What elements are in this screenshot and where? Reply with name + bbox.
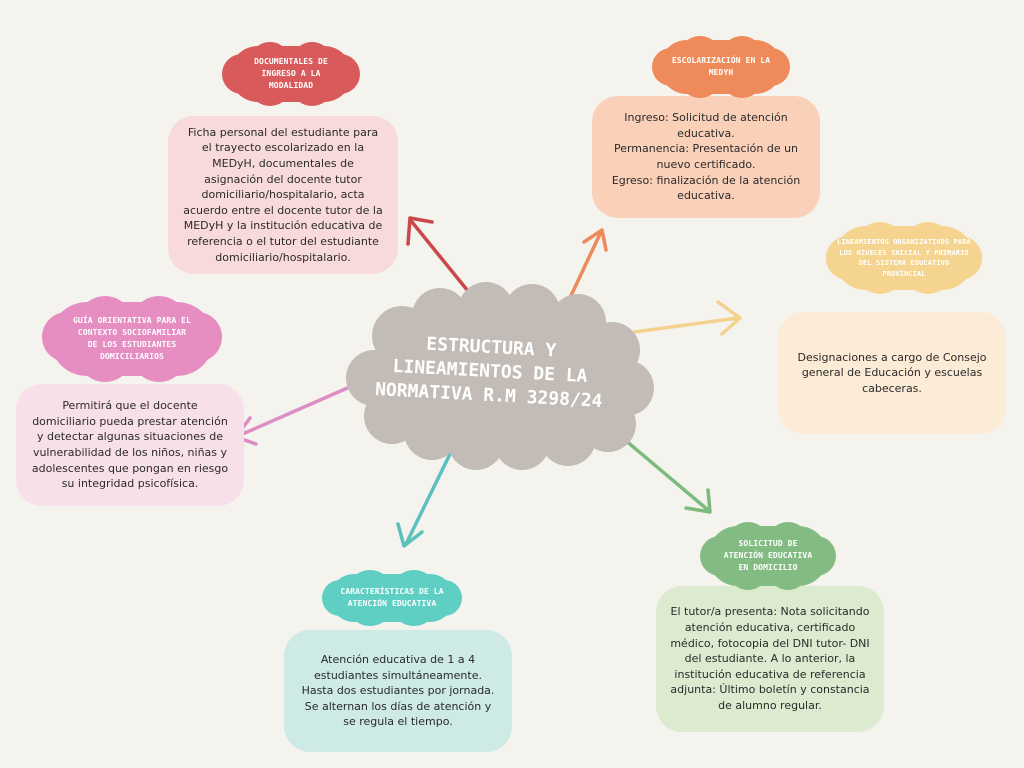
documentales-title: DOCUMENTALES DE INGRESO A LA MODALIDAD <box>254 57 328 90</box>
caracteristicas-text: Atención educativa de 1 a 4 estudiantes … <box>301 652 495 729</box>
central-cloud <box>346 282 654 470</box>
lineamientos-box: Designaciones a cargo de Consejo general… <box>778 312 1006 434</box>
caracteristicas-box: Atención educativa de 1 a 4 estudiantes … <box>284 630 512 752</box>
arrow-to-solicitud <box>616 432 712 514</box>
documentales-text: Ficha personal del estudiante para el tr… <box>183 125 383 264</box>
escolarizacion-title-cloud: ESCOLARIZACIÓN EN LA MEDYH <box>652 36 790 98</box>
guia-text: Permitirá que el docente domiciliario pu… <box>31 399 229 491</box>
lineamientos-text: Designaciones a cargo de Consejo general… <box>797 350 987 395</box>
escolarizacion-box: Ingreso: Solicitud de atención educativa… <box>592 96 820 218</box>
solicitud-title: SOLICITUD DE ATENCIÓN EDUCATIVA EN DOMIC… <box>723 539 813 572</box>
documentales-title-cloud: DOCUMENTALES DE INGRESO A LA MODALIDAD <box>222 42 360 106</box>
guia-title-cloud: GUÍA ORIENTATIVA PARA EL CONTEXTO SOCIOF… <box>42 296 222 382</box>
guia-title: GUÍA ORIENTATIVA PARA EL CONTEXTO SOCIOF… <box>73 316 191 361</box>
arrow-to-documentales <box>406 216 474 298</box>
caracteristicas-title-cloud: CARACTERÍSTICAS DE LA ATENCIÓN EDUCATIVA <box>322 570 462 626</box>
escolarizacion-text: Ingreso: Solicitud de atención educativa… <box>611 111 801 203</box>
lineamientos-title: LINEAMIENTOS ORGANIZATIVOS PARA LOS NIVE… <box>837 238 971 278</box>
arrow-to-caracteristicas <box>396 452 452 548</box>
arrow-to-lineamientos <box>632 300 742 336</box>
documentales-box: Ficha personal del estudiante para el tr… <box>168 116 398 274</box>
solicitud-text: El tutor/a presenta: Nota solicitando at… <box>670 605 870 713</box>
lineamientos-title-cloud: LINEAMIENTOS ORGANIZATIVOS PARA LOS NIVE… <box>826 222 982 294</box>
solicitud-title-cloud: SOLICITUD DE ATENCIÓN EDUCATIVA EN DOMIC… <box>700 522 836 590</box>
central-title: ESTRUCTURA Y LINEAMIENTOS DE LA NORMATIV… <box>374 333 603 413</box>
arrow-to-escolarizacion <box>566 228 608 304</box>
guia-box: Permitirá que el docente domiciliario pu… <box>16 384 244 506</box>
caracteristicas-title: CARACTERÍSTICAS DE LA ATENCIÓN EDUCATIVA <box>340 587 444 608</box>
escolarizacion-title: ESCOLARIZACIÓN EN LA MEDYH <box>671 56 771 77</box>
arrow-to-guia <box>234 384 354 446</box>
solicitud-box: El tutor/a presenta: Nota solicitando at… <box>656 586 884 732</box>
